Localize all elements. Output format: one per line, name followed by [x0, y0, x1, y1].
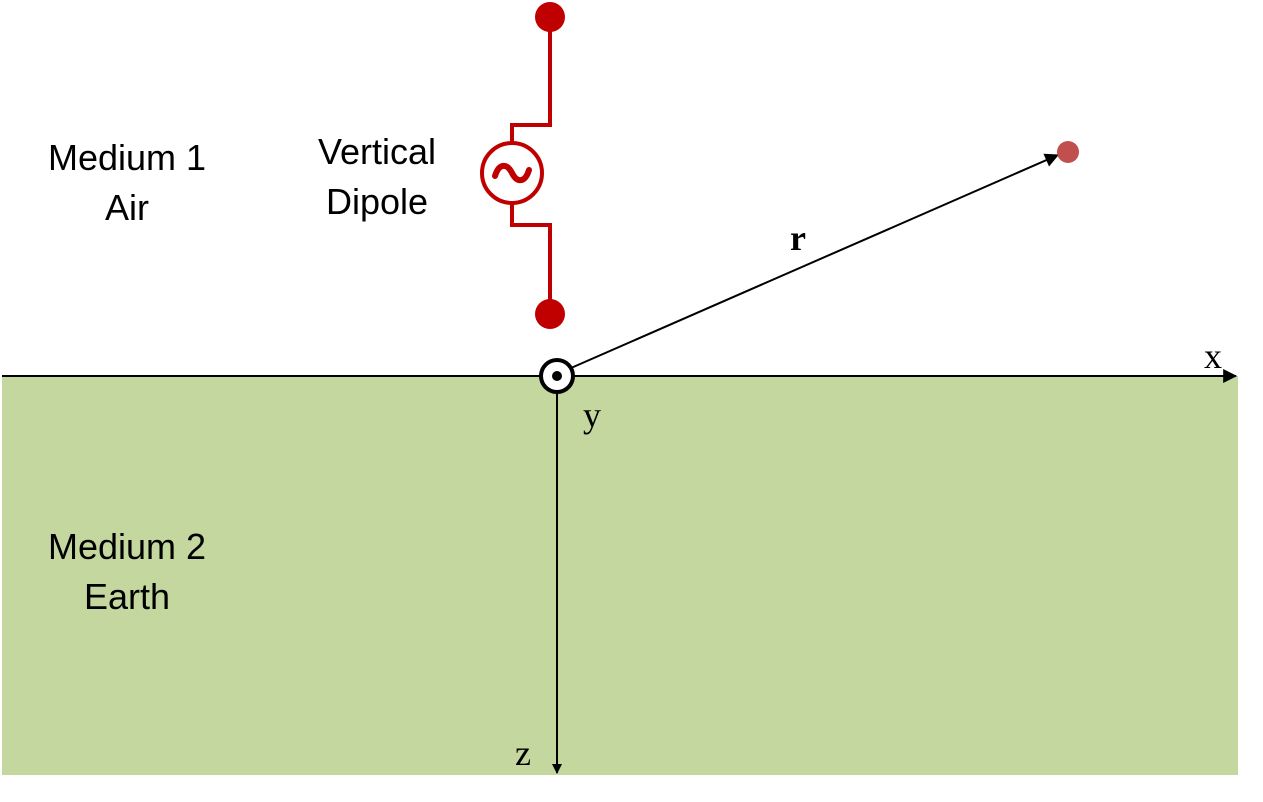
- dipole-upper-wire: [510, 17, 552, 146]
- dipole-label-line2: Dipole: [326, 181, 428, 222]
- medium2-label: Medium 2: [48, 526, 206, 567]
- ac-source-icon: [480, 141, 544, 205]
- dipole-top-terminal: [535, 2, 565, 32]
- observation-point: [1057, 141, 1079, 163]
- vector-r-label: r: [790, 218, 806, 258]
- medium1-material: Air: [105, 187, 149, 228]
- dipole-bottom-terminal: [535, 299, 565, 329]
- vertical-dipole: [480, 2, 565, 329]
- dipole-lower-wire: [510, 200, 552, 314]
- medium2-material: Earth: [84, 576, 170, 617]
- medium1-label: Medium 1: [48, 137, 206, 178]
- position-vector-r: [570, 153, 1060, 369]
- z-axis-label: z: [515, 733, 531, 773]
- earth-region: [2, 376, 1238, 775]
- dipole-label-line1: Vertical: [318, 131, 436, 172]
- dot-in-circle-icon: [539, 358, 575, 394]
- x-axis-label: x: [1204, 336, 1222, 376]
- y-axis-label: y: [583, 395, 601, 435]
